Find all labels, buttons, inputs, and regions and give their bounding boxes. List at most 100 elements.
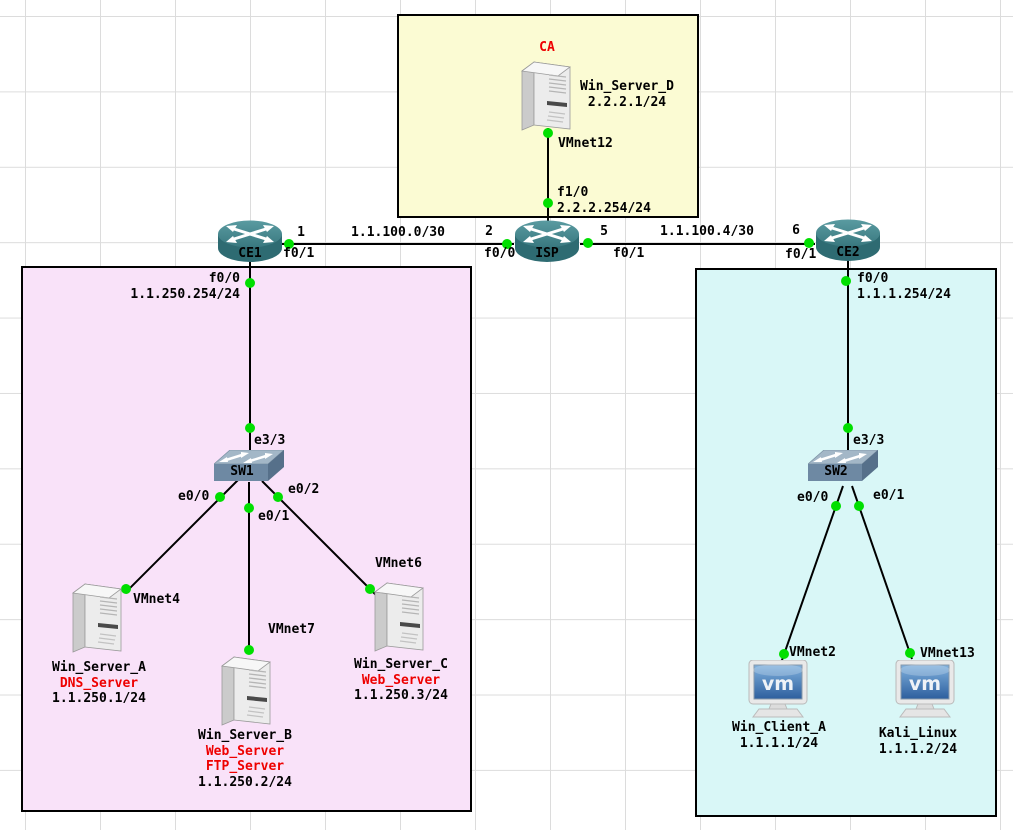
link-status-dot bbox=[831, 501, 841, 511]
switch-icon bbox=[212, 449, 286, 481]
router-ce1[interactable]: CE1 bbox=[217, 220, 283, 264]
host-name: Win_Server_D bbox=[580, 79, 674, 94]
link-status-dot bbox=[244, 645, 254, 655]
host-ip: 1.1.250.2/24 bbox=[198, 774, 292, 790]
host-ip: 1.1.1.2/24 bbox=[878, 741, 958, 757]
isp-ca-interface-label: f1/0 2.2.2.254/24 bbox=[557, 185, 651, 216]
vm-client-icon: vm bbox=[748, 659, 808, 718]
link-status-dot bbox=[273, 492, 283, 502]
host-role: FTP_Server bbox=[205, 759, 285, 774]
server-icon bbox=[373, 582, 425, 652]
vmnet4-label: VMnet4 bbox=[133, 592, 180, 607]
host-label-win-server-b: Win_Server_B Web_Server FTP_Server 1.1.2… bbox=[198, 728, 292, 790]
server-win-server-c[interactable] bbox=[373, 580, 426, 652]
host-ip: 1.1.250.1/24 bbox=[52, 691, 146, 706]
link-status-dot bbox=[244, 503, 254, 513]
link-status-dot bbox=[365, 584, 375, 594]
host-label-win-server-d: Win_Server_D 2.2.2.1/24 bbox=[580, 79, 674, 110]
vmnet7-label: VMnet7 bbox=[268, 622, 315, 637]
vmnet2-label: VMnet2 bbox=[789, 645, 836, 660]
host-name: Win_Server_C bbox=[354, 657, 448, 672]
server-win-server-a[interactable] bbox=[71, 581, 124, 653]
client-kali-linux[interactable]: vm bbox=[894, 659, 956, 718]
sw2-port0-label: e0/0 bbox=[797, 490, 829, 505]
host-ip: 2.2.2.1/24 bbox=[587, 94, 667, 110]
ce2-lan-interface-label: f0/0 1.1.1.254/24 bbox=[857, 271, 951, 302]
host-ip: 1.1.250.3/24 bbox=[354, 688, 448, 703]
svg-text:vm: vm bbox=[762, 673, 794, 695]
router-icon bbox=[515, 220, 579, 262]
host-role: Web_Server bbox=[361, 672, 441, 688]
host-name: Win_Server_A bbox=[52, 660, 146, 675]
link-status-dot bbox=[841, 276, 851, 286]
host-label-win-server-a: Win_Server_A DNS_Server 1.1.250.1/24 bbox=[52, 660, 146, 707]
subnet-label-isp-ce2: 1.1.100.4/30 bbox=[660, 224, 754, 239]
ce1-lan-interface-label: f0/0 1.1.250.254/24 bbox=[130, 271, 240, 302]
router-icon bbox=[816, 219, 880, 261]
link-status-dot bbox=[543, 128, 553, 138]
link-status-dot bbox=[121, 584, 131, 594]
sw2-port1-label: e0/1 bbox=[873, 488, 905, 503]
subnet-label-ce1-isp: 1.1.100.0/30 bbox=[351, 225, 445, 240]
link-status-dot bbox=[854, 501, 864, 511]
isp-right-port-label: f0/1 bbox=[613, 246, 645, 261]
host-label-kali-linux: Kali_Linux 1.1.1.2/24 bbox=[879, 726, 957, 757]
link-status-dot bbox=[215, 492, 225, 502]
router-name-label: CE1 bbox=[238, 246, 262, 261]
role-label-ca: CA bbox=[539, 40, 555, 55]
interface-ip: 2.2.2.254/24 bbox=[557, 200, 651, 216]
ce2-wan-port-label: f0/1 bbox=[785, 247, 817, 262]
sw2-uplink-port-label: e3/3 bbox=[853, 433, 885, 448]
server-icon bbox=[520, 61, 572, 131]
host-label-win-server-c: Win_Server_C Web_Server 1.1.250.3/24 bbox=[354, 657, 448, 704]
host-name: Kali_Linux bbox=[878, 726, 958, 741]
link-status-dot bbox=[245, 423, 255, 433]
interface-ip: 1.1.1.254/24 bbox=[857, 286, 951, 302]
host-ip: 1.1.1.1/24 bbox=[739, 735, 819, 751]
router-name-label: ISP bbox=[535, 246, 559, 261]
link-sw2-kalilinux[interactable] bbox=[851, 485, 913, 660]
port-number-label: 5 bbox=[600, 224, 608, 239]
port-number-label: 1 bbox=[297, 225, 305, 240]
host-name: Win_Client_A bbox=[732, 720, 826, 735]
router-ce2[interactable]: CE2 bbox=[815, 219, 881, 263]
host-label-win-client-a: Win_Client_A 1.1.1.1/24 bbox=[732, 720, 826, 751]
link-status-dot bbox=[245, 278, 255, 288]
interface-ip: 1.1.250.254/24 bbox=[130, 286, 240, 302]
link-status-dot bbox=[843, 423, 853, 433]
host-role: Web_Server bbox=[205, 743, 285, 759]
link-status-dot bbox=[502, 239, 512, 249]
switch-sw1[interactable]: SW1 bbox=[212, 449, 286, 483]
isp-left-port-label: f0/0 bbox=[484, 246, 516, 261]
sw1-port0-label: e0/0 bbox=[178, 489, 210, 504]
interface-port: f0/0 bbox=[857, 271, 889, 286]
vmnet12-label: VMnet12 bbox=[558, 136, 613, 151]
sw1-uplink-port-label: e3/3 bbox=[254, 433, 286, 448]
vmnet6-label: VMnet6 bbox=[375, 556, 422, 571]
link-status-dot bbox=[284, 239, 294, 249]
port-number-label: 6 bbox=[792, 223, 800, 238]
host-role: DNS_Server bbox=[59, 675, 139, 691]
router-name-label: CE2 bbox=[836, 245, 860, 260]
switch-name-label: SW2 bbox=[824, 464, 848, 479]
server-win-server-d[interactable] bbox=[520, 59, 573, 131]
vm-client-icon: vm bbox=[895, 659, 955, 718]
client-win-client-a[interactable]: vm bbox=[747, 659, 809, 718]
link-status-dot bbox=[543, 198, 553, 208]
link-status-dot bbox=[583, 238, 593, 248]
host-name: Win_Server_B bbox=[198, 728, 292, 743]
interface-port: f0/0 bbox=[208, 271, 240, 286]
server-win-server-b[interactable] bbox=[220, 654, 273, 726]
link-sw2-winclienta[interactable] bbox=[780, 485, 844, 664]
switch-icon bbox=[806, 449, 880, 481]
switch-name-label: SW1 bbox=[230, 464, 254, 479]
router-isp[interactable]: ISP bbox=[514, 220, 580, 264]
switch-sw2[interactable]: SW2 bbox=[806, 449, 880, 483]
vmnet13-label: VMnet13 bbox=[920, 646, 975, 661]
svg-text:vm: vm bbox=[909, 673, 941, 695]
link-status-dot bbox=[779, 649, 789, 659]
site2-lan-zone[interactable] bbox=[695, 268, 997, 817]
sw1-port1-label: e0/1 bbox=[258, 509, 290, 524]
